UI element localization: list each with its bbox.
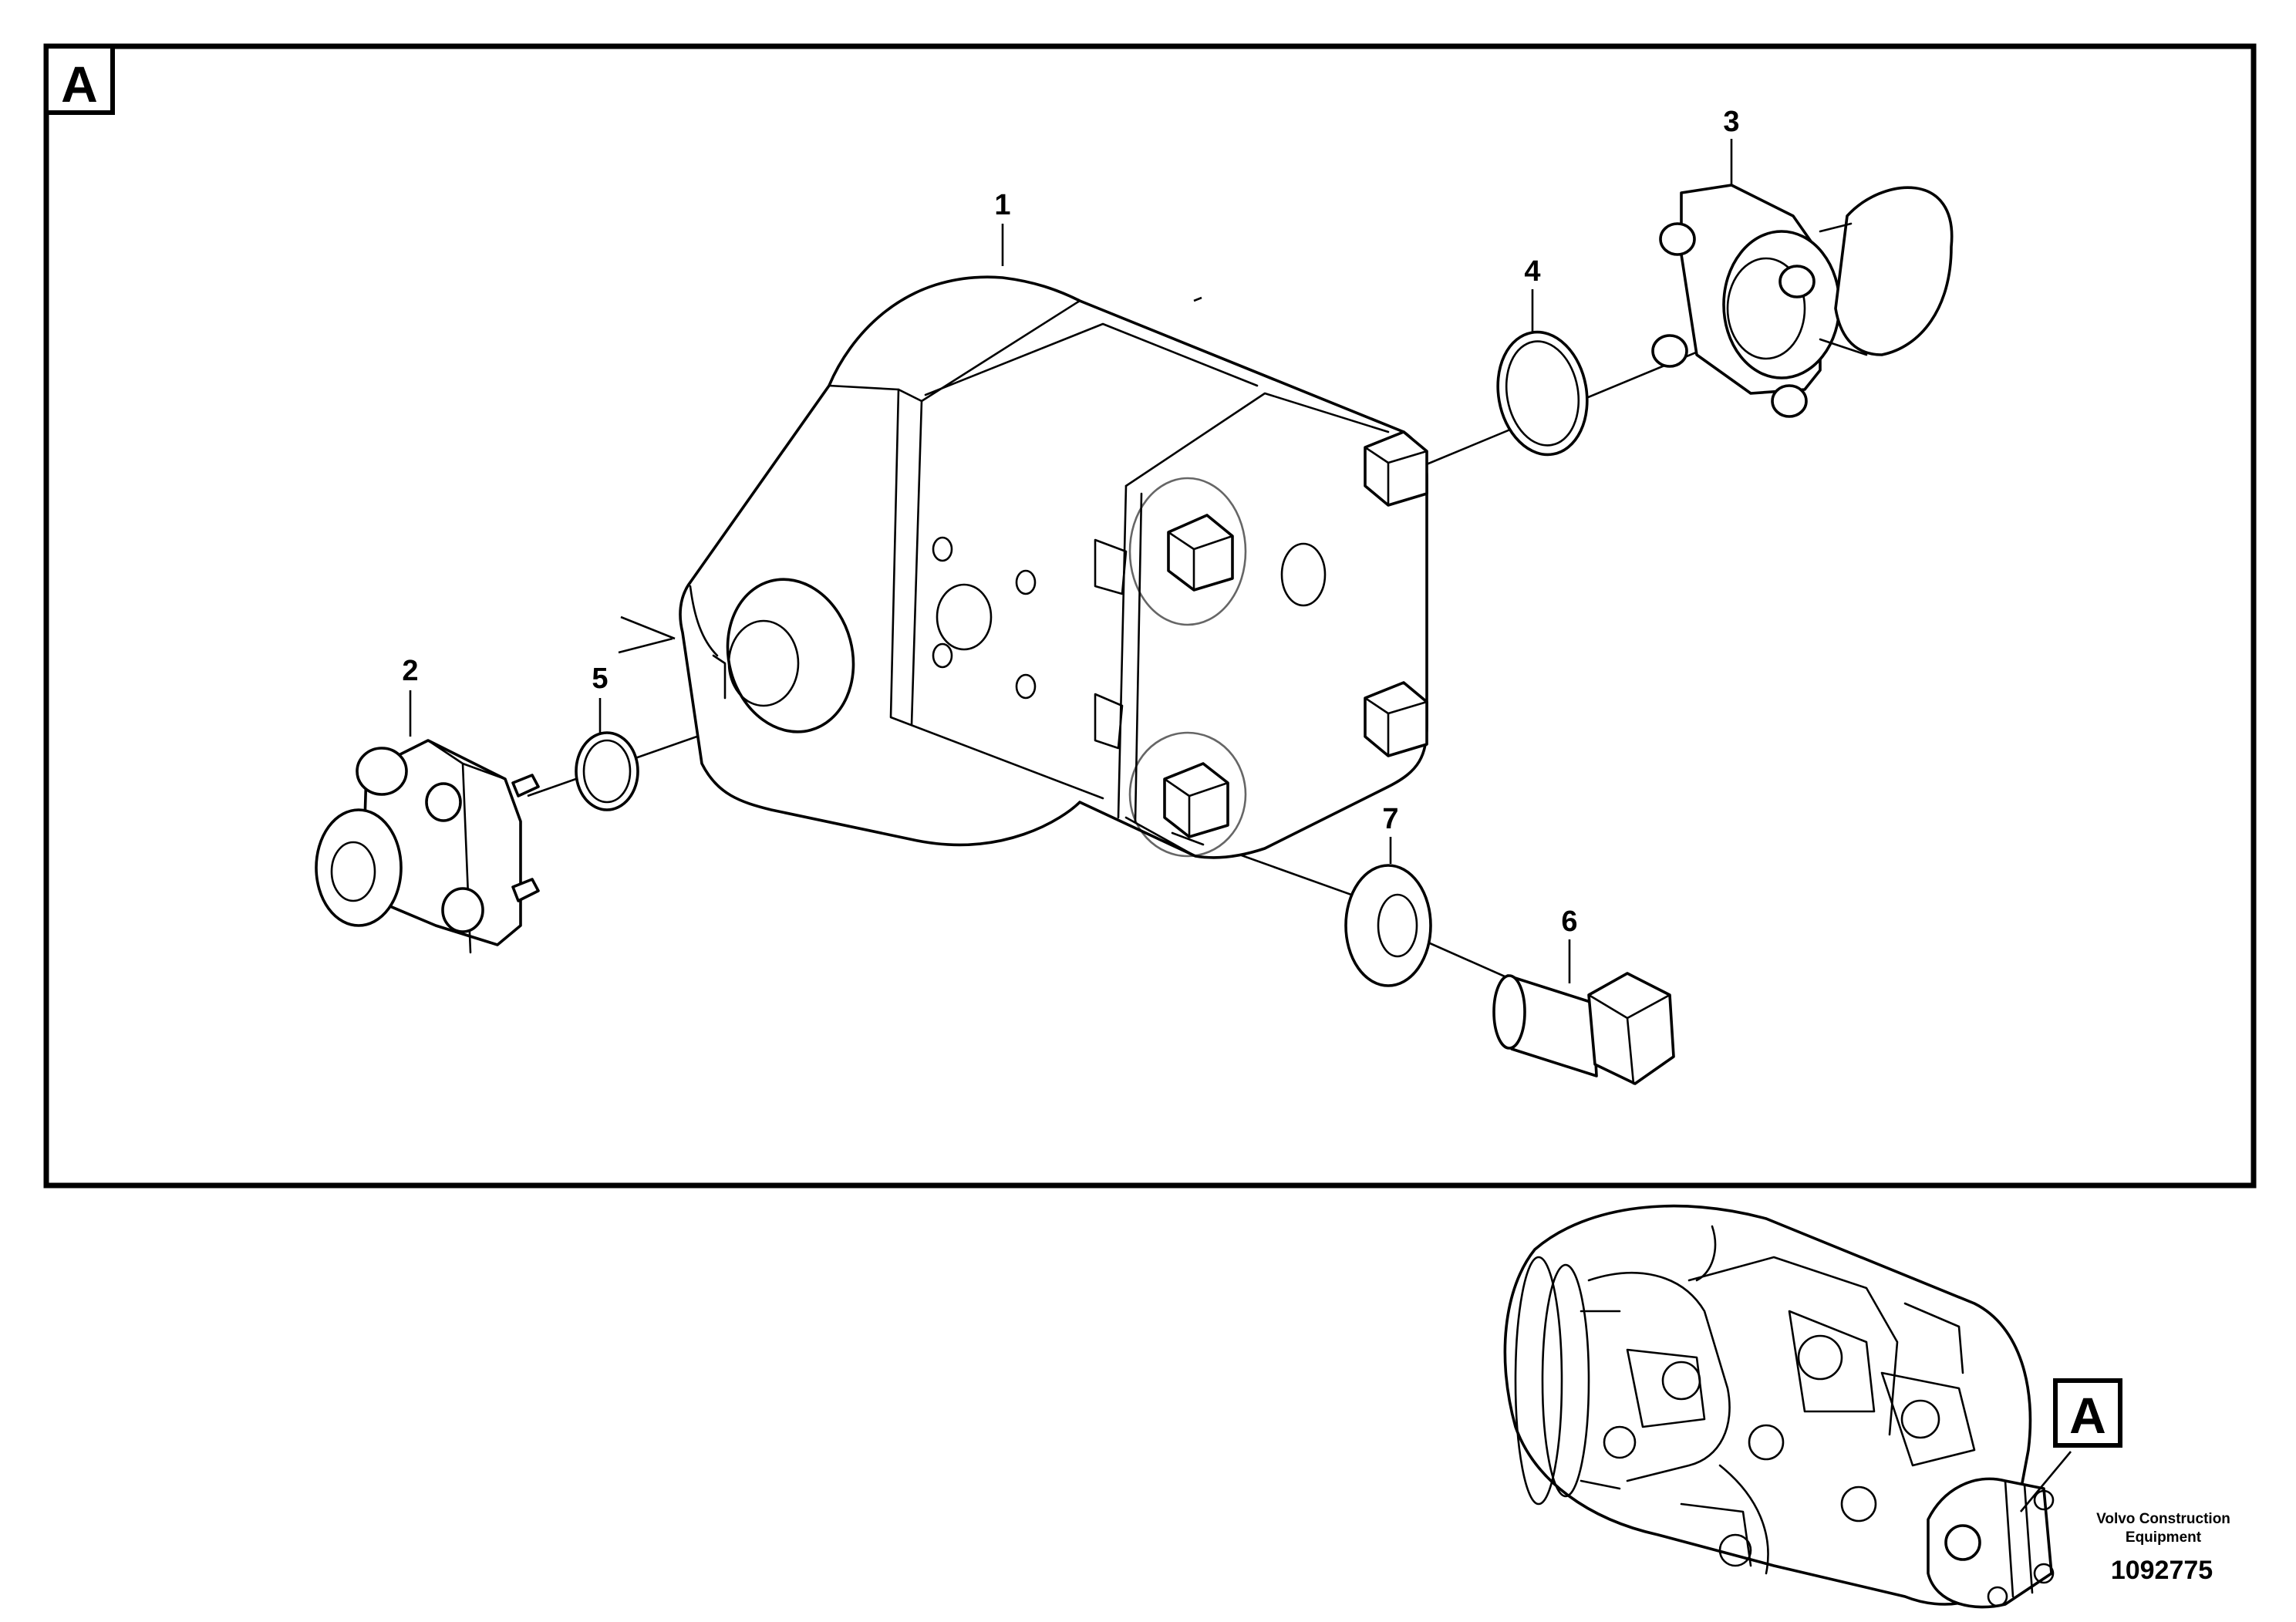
view-letter-box (44, 44, 115, 115)
callout-1: 1 (994, 189, 1010, 221)
hydraulic-pump-assembly-icon (1503, 1204, 2055, 1609)
flange-icon (1651, 184, 1954, 418)
callout-5: 5 (592, 663, 608, 695)
gear-pump-icon (679, 275, 1428, 859)
brand-line-2: Equipment (2126, 1529, 2202, 1546)
o-ring-icon (575, 731, 639, 811)
brand-line-1: Volvo Construction (2096, 1511, 2230, 1527)
overview-marker-box (2053, 1378, 2122, 1448)
drawing-number: 1092775 (2111, 1556, 2213, 1585)
marker-leader (2020, 1451, 2072, 1512)
washer-icon (1344, 864, 1432, 987)
callout-leaders (409, 139, 1733, 983)
callout-7: 7 (1382, 803, 1398, 835)
callout-2: 2 (402, 655, 418, 687)
callout-6: 6 (1561, 905, 1577, 938)
detail-frame (43, 43, 2257, 1189)
flange-icon (315, 739, 540, 954)
callout-3: 3 (1723, 106, 1739, 138)
hex-bolt-icon (1492, 972, 1675, 1085)
view-letter: A (61, 56, 98, 113)
overview-marker-letter: A (2069, 1387, 2106, 1444)
callout-4: 4 (1524, 255, 1540, 288)
o-ring-icon (1496, 330, 1589, 457)
